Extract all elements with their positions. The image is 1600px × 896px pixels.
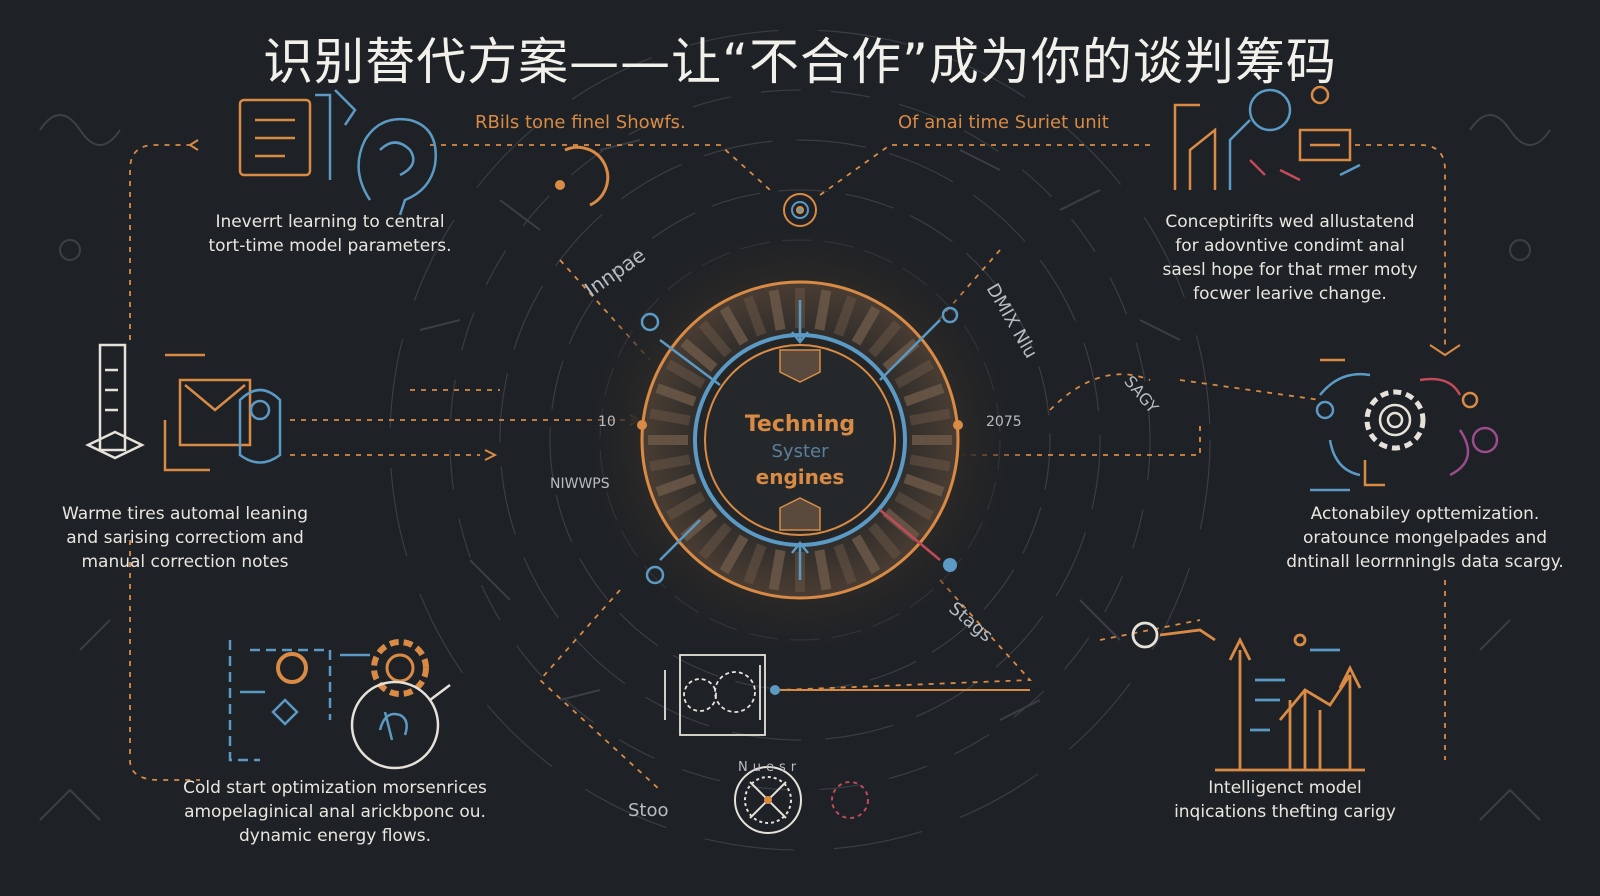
caption-line: Warme tires automal leaning bbox=[61, 504, 308, 524]
engine-diagram-icon bbox=[664, 654, 1030, 736]
hub-spoke bbox=[680, 338, 718, 372]
caption-line: oratounce mongelpades and bbox=[1302, 528, 1548, 548]
caption-line: Actonabiley opttemization. bbox=[1310, 504, 1540, 524]
hub-title-line-1: Techning bbox=[744, 412, 856, 437]
hub-spoke bbox=[882, 338, 920, 372]
hub-spoke bbox=[814, 289, 832, 331]
hub-spoke bbox=[743, 543, 767, 585]
hub-spoke bbox=[894, 491, 935, 521]
caption-bottom-left: Cold start optimization morsenrices amop… bbox=[165, 776, 505, 848]
hub-spoke bbox=[851, 534, 881, 575]
hub-spoke bbox=[909, 408, 951, 426]
target-icon bbox=[555, 145, 817, 227]
hub-spoke bbox=[833, 543, 857, 585]
hub-spoke bbox=[894, 359, 935, 389]
caption-line: Conceptirifts wed allustatend bbox=[1165, 212, 1415, 232]
hub-title-line-2: Syster bbox=[771, 441, 829, 462]
hub-spoke bbox=[743, 295, 767, 337]
bar-chart-growth-icon bbox=[1131, 621, 1365, 772]
caption-mid-left: Warme tires automal leaning and sarising… bbox=[40, 502, 330, 574]
caption-line: manual correction notes bbox=[81, 552, 289, 572]
top-left-label: RBils tone finel Showfs. bbox=[475, 112, 686, 133]
caption-line: inqications thefting carigy bbox=[1174, 802, 1396, 822]
caption-line: and sarising correctiom and bbox=[66, 528, 304, 548]
caption-line: amopelaginical anal arickbponc ou. bbox=[184, 802, 486, 822]
hub-spoke bbox=[882, 508, 920, 542]
hub-ring bbox=[637, 280, 963, 600]
caption-top-left: Ineverrt learning to central tort-time m… bbox=[180, 210, 480, 258]
gauge-graduation-icon bbox=[85, 343, 282, 472]
caption-line: Ineverrt learning to central bbox=[215, 212, 445, 232]
label-num: 10 bbox=[598, 414, 616, 430]
top-right-label: Of anai time Suriet unit bbox=[898, 112, 1109, 133]
caption-line: dynamic energy flows. bbox=[239, 826, 431, 846]
hub-spoke bbox=[719, 534, 749, 575]
document-brain-icon bbox=[238, 89, 437, 216]
gear-network-icon bbox=[1310, 358, 1499, 492]
caption-mid-right: Actonabiley opttemization. oratounce mon… bbox=[1265, 502, 1585, 574]
label-year: 2075 bbox=[986, 414, 1022, 430]
label-stoo: Stoo bbox=[628, 800, 669, 821]
hub-spoke bbox=[665, 359, 706, 389]
background-doodles bbox=[39, 114, 1551, 821]
gear-flowchart-icon bbox=[228, 639, 451, 770]
hub-spoke bbox=[903, 383, 945, 407]
analytics-tools-icon bbox=[1173, 85, 1361, 190]
caption-line: focwer learive change. bbox=[1193, 284, 1387, 304]
caption-line: saesl hope for that rmer moty bbox=[1162, 260, 1418, 280]
hub-spoke bbox=[655, 383, 697, 407]
caption-bottom-right: Intelligenct model inqications thefting … bbox=[1150, 776, 1420, 824]
hub-spoke bbox=[698, 320, 732, 358]
compass-icon bbox=[734, 766, 869, 834]
hub-spoke bbox=[903, 473, 945, 497]
hub-spoke bbox=[768, 289, 786, 331]
hub-spoke bbox=[868, 320, 902, 358]
caption-line: dntinall leorrnningls data scargy. bbox=[1286, 552, 1564, 572]
hub-spoke bbox=[649, 408, 691, 426]
caption-top-right: Conceptirifts wed allustatend for adovnt… bbox=[1110, 210, 1470, 306]
hub-spoke bbox=[698, 522, 732, 560]
hub-spoke bbox=[868, 522, 902, 560]
hub-spoke bbox=[665, 491, 706, 521]
hub-spoke bbox=[719, 305, 749, 346]
hub-spoke bbox=[649, 454, 691, 472]
caption-line: Intelligenct model bbox=[1208, 778, 1362, 798]
hub-spoke bbox=[768, 549, 786, 591]
hub-spoke bbox=[851, 305, 881, 346]
caption-line: tort-time model parameters. bbox=[208, 236, 452, 256]
caption-line: Cold start optimization morsenrices bbox=[183, 778, 487, 798]
label-nuesr: Nuesr bbox=[738, 760, 802, 775]
hub-spoke bbox=[655, 473, 697, 497]
hub-spoke bbox=[814, 549, 832, 591]
page-title: 识别替代方案——让“不合作”成为你的谈判筹码 bbox=[263, 33, 1337, 91]
caption-line: for adovntive condimt anal bbox=[1175, 236, 1405, 256]
decorative-ticks bbox=[79, 139, 1511, 721]
label-nwwps: NIWWPS bbox=[550, 476, 610, 492]
hub-title-line-3: engines bbox=[755, 465, 845, 489]
hub-spoke bbox=[833, 295, 857, 337]
hub-spoke bbox=[909, 454, 951, 472]
hub-spoke bbox=[680, 508, 718, 542]
